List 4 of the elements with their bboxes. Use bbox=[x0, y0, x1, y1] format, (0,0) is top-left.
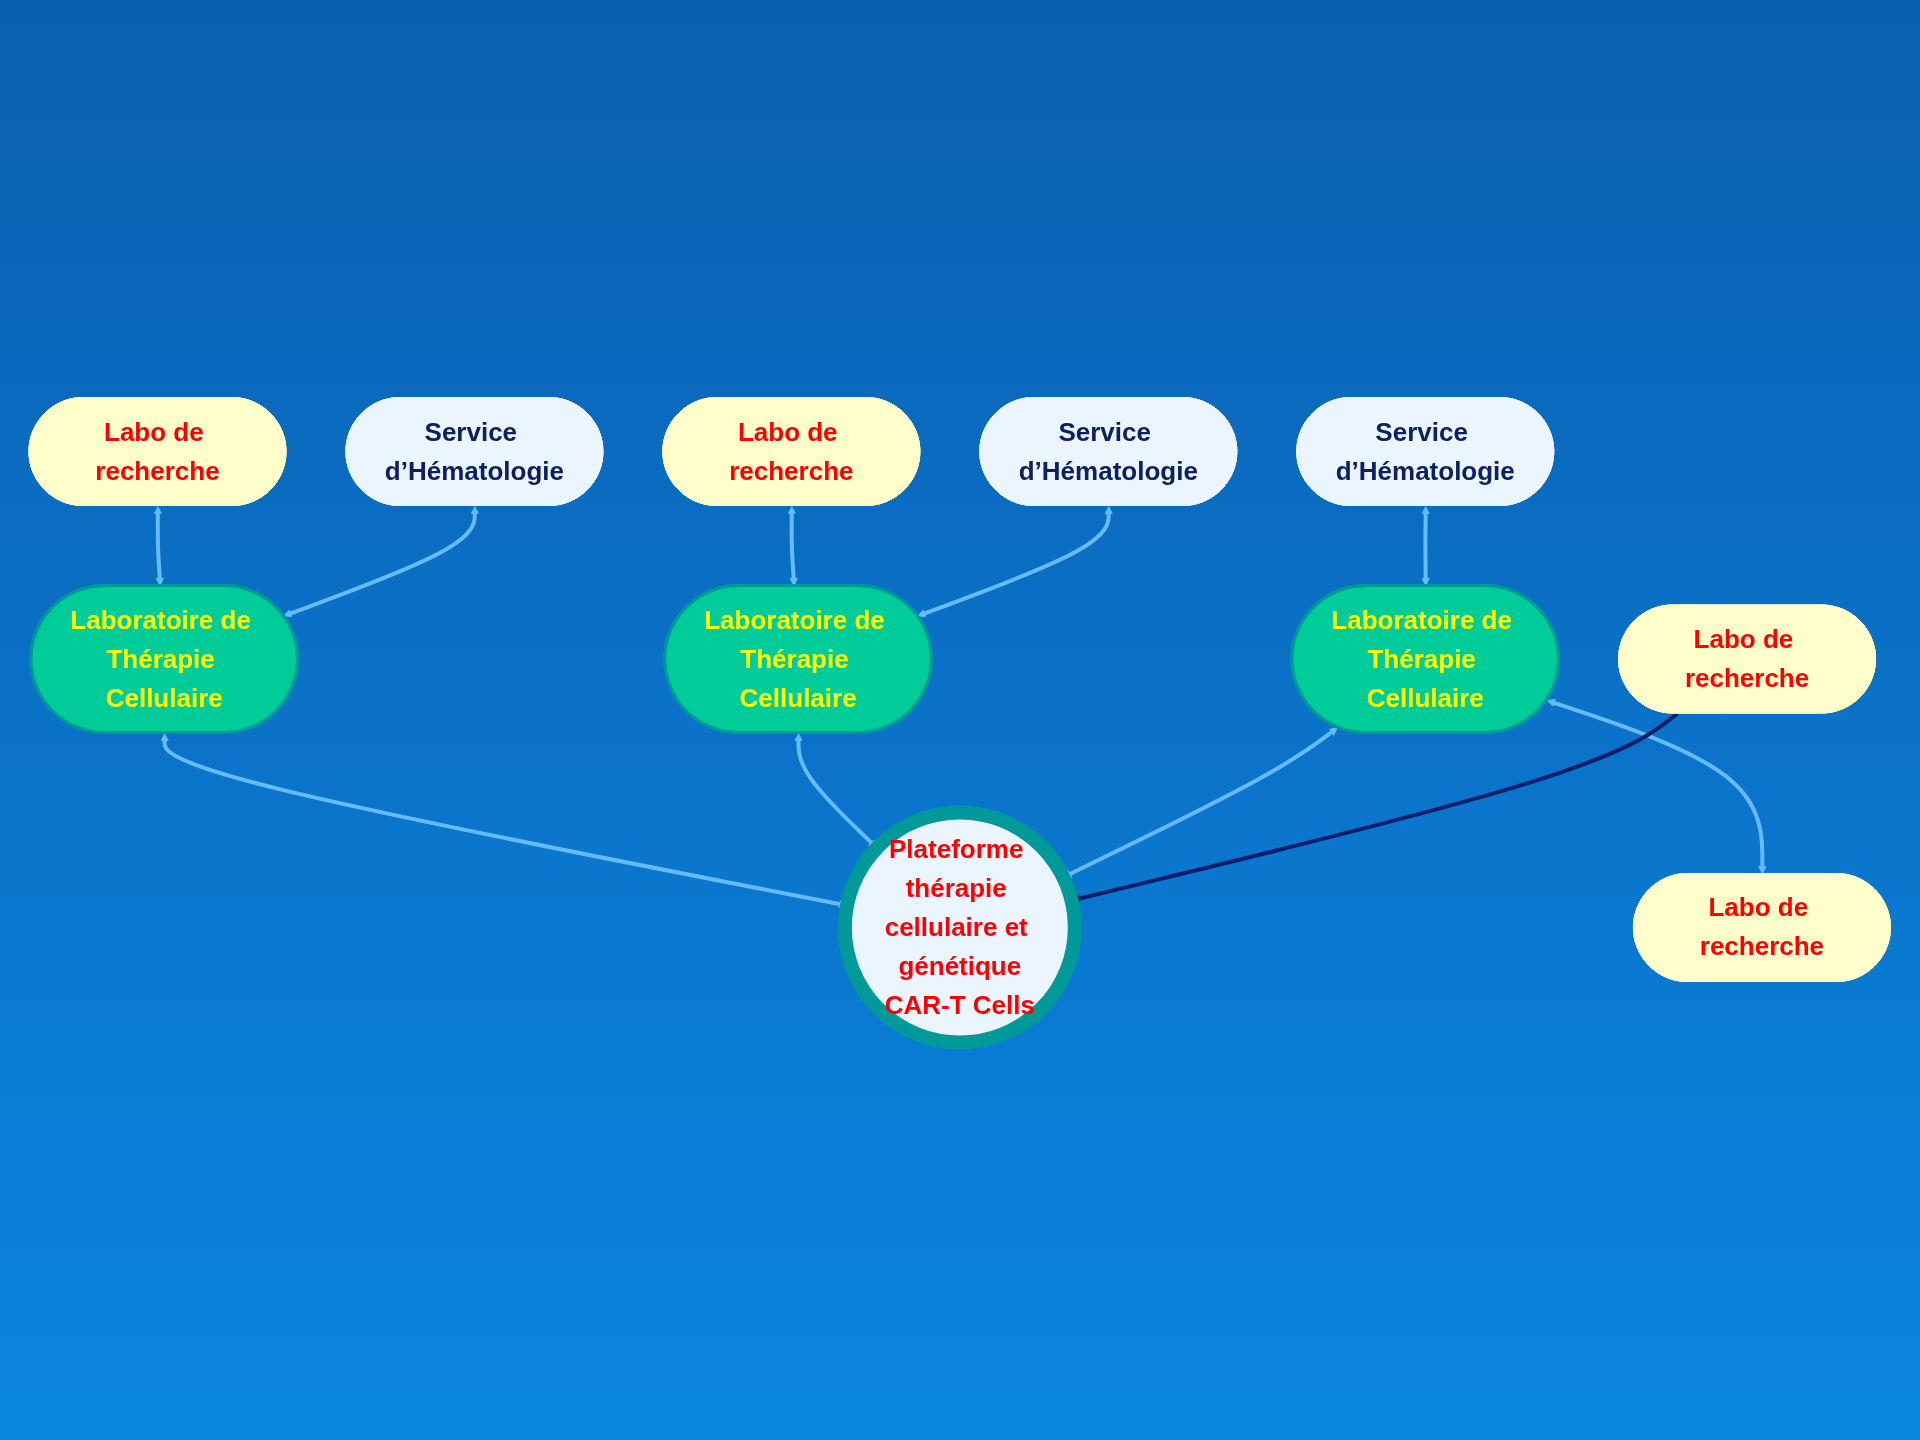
node-circle: Plateforme thérapie cellulaire et génétique CAR-T Cells bbox=[838, 805, 1083, 1050]
arrow bbox=[283, 506, 480, 618]
arrow bbox=[1547, 698, 1768, 875]
arrow bbox=[917, 506, 1114, 618]
